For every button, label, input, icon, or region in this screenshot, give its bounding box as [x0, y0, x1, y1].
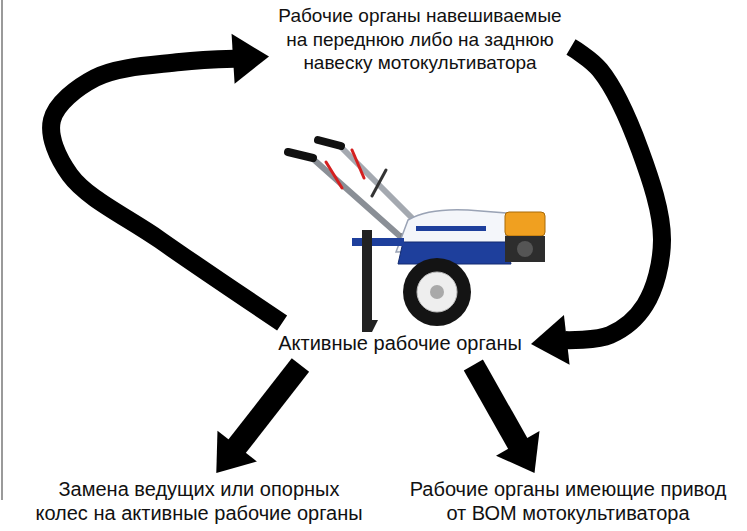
arrow-connector — [216, 365, 300, 473]
hitch-bracket — [352, 238, 404, 246]
arrow-head — [216, 431, 257, 473]
arrow-head — [496, 431, 540, 473]
control-lever — [326, 162, 342, 188]
front-tool-shank — [362, 230, 372, 322]
page-border-line — [1, 0, 3, 500]
handle-bar — [340, 146, 422, 228]
text-node: Активные рабочие органы — [269, 323, 531, 365]
node-text: Замена ведущих или опорных колес на акти… — [34, 477, 364, 525]
text-node: Замена ведущих или опорных колес на акти… — [26, 473, 372, 529]
handle-grip — [318, 140, 341, 146]
node-text: Рабочие органы имеющие привод от ВОМ мот… — [409, 477, 728, 525]
gear-stick — [372, 170, 386, 196]
handle-grip — [288, 152, 313, 158]
wheel-rim — [417, 272, 457, 312]
arrow-shaft — [565, 47, 662, 340]
arrow-connector — [531, 47, 662, 365]
arrow-connector — [51, 34, 282, 323]
recoil-starter — [517, 241, 533, 257]
node-text: Активные рабочие органы — [277, 331, 523, 355]
arrow-shaft — [51, 59, 282, 323]
wheel-fender — [398, 242, 511, 264]
arrow-head — [232, 34, 269, 84]
control-lever — [352, 150, 364, 178]
wheel-tire — [403, 258, 471, 326]
text-node: Рабочие органы имеющие привод от ВОМ мот… — [401, 473, 736, 529]
arrow-connector — [473, 365, 539, 473]
engine-block — [505, 236, 545, 262]
arrow-shaft — [236, 365, 300, 447]
node-text: Рабочие органы навешиваемые на переднюю … — [277, 4, 563, 75]
engine-tank — [505, 212, 545, 236]
body-stripe — [416, 226, 486, 231]
text-node: Рабочие органы навешиваемые на переднюю … — [269, 0, 571, 79]
arrow-head — [531, 315, 570, 365]
wheel-hub — [430, 285, 444, 299]
motocultivator-picture — [288, 140, 545, 332]
front-tool-tip — [362, 320, 378, 332]
arrow-shaft — [473, 365, 518, 445]
